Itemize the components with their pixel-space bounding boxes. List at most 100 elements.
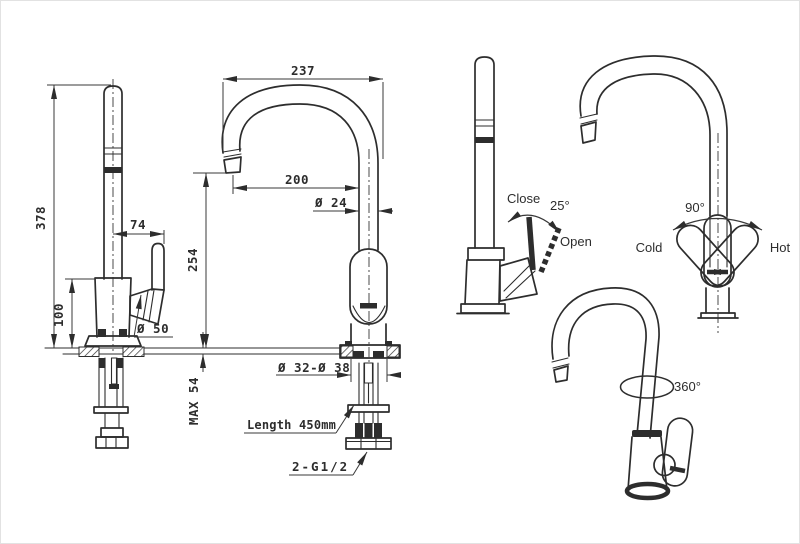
label-hot: Hot xyxy=(770,240,791,255)
body-tab xyxy=(345,341,352,346)
body-collar xyxy=(632,430,662,437)
dim-overall-width: 237 xyxy=(291,63,315,78)
connector-detail xyxy=(142,289,155,323)
shank-pipe xyxy=(104,412,120,429)
band-line xyxy=(474,119,495,127)
ext-line xyxy=(222,82,384,159)
hose-nut xyxy=(355,423,363,438)
handle-position-center xyxy=(703,214,732,288)
label-inlet-thread: 2-G1/2 xyxy=(292,459,349,474)
counter-section xyxy=(340,345,354,358)
handle-connector xyxy=(129,288,165,325)
swivel-view: 360° xyxy=(551,287,701,501)
shank-collar xyxy=(100,427,124,438)
handle-joint xyxy=(653,453,676,477)
spout-arc-outer xyxy=(551,287,660,439)
label-cold: Cold xyxy=(636,240,663,255)
socket-detail xyxy=(503,263,536,299)
front-view: 237 200 Ø 24 254 MAX 54 Ø 32-Ø 38 Length… xyxy=(185,63,401,476)
escutcheon xyxy=(84,335,142,347)
leader-line xyxy=(335,404,355,434)
mount-stud xyxy=(117,358,123,368)
aerator-tip xyxy=(553,365,569,383)
body-cap xyxy=(467,247,505,261)
dim-max-counter: MAX 54 xyxy=(186,377,201,425)
body-outline xyxy=(464,259,501,305)
label-swivel-angle: 360° xyxy=(674,379,701,394)
handle-socket xyxy=(499,257,538,302)
band-line xyxy=(551,357,570,369)
body-sides xyxy=(350,323,387,346)
dim-spout-height: 254 xyxy=(185,248,200,272)
spout-pipe xyxy=(474,56,495,249)
front-under-counter xyxy=(345,359,392,450)
mixing-arc-arrow xyxy=(672,217,763,231)
mount-stud xyxy=(363,362,374,384)
handle-grip xyxy=(151,242,165,291)
handle-base-arc xyxy=(352,305,386,324)
handle-capsule xyxy=(661,417,694,487)
spout-arc-outer xyxy=(579,55,728,217)
body-base xyxy=(460,303,506,314)
dim-overall-height: 378 xyxy=(33,206,48,230)
hose-nut xyxy=(374,423,382,438)
fitting-dividers xyxy=(345,437,392,450)
dim-body-height: 100 xyxy=(51,303,66,327)
dim-spout-diameter: Ø 24 xyxy=(314,195,347,210)
counter-section xyxy=(78,346,100,357)
spout-arc-inner xyxy=(567,303,647,436)
band-line xyxy=(579,113,598,125)
dim-handle-offset: 74 xyxy=(130,217,146,232)
lock-tab xyxy=(373,351,384,358)
shank-flange xyxy=(347,404,390,413)
aerator-tip xyxy=(223,156,242,174)
aerator-band xyxy=(103,167,123,173)
handle-operation-view: Close 25° Open xyxy=(456,56,592,315)
leader-line xyxy=(352,451,368,476)
supply-hoses xyxy=(358,362,379,406)
temperature-view: 90° Cold Hot xyxy=(579,55,791,333)
lock-tab xyxy=(353,351,364,358)
band-line xyxy=(222,148,242,158)
aerator-band xyxy=(474,137,495,143)
body-tab xyxy=(119,329,127,337)
counter-section xyxy=(122,346,145,357)
handle-mark xyxy=(360,303,377,309)
label-close: Close xyxy=(507,191,540,206)
mount-stud xyxy=(99,358,105,368)
rod-foot xyxy=(109,384,119,389)
leader-line xyxy=(133,294,142,338)
handle-mark xyxy=(669,465,686,474)
rotation-arrow xyxy=(507,211,561,234)
body-base xyxy=(697,312,739,319)
side-view: 378 100 74 Ø 50 xyxy=(33,79,173,449)
mount-rod xyxy=(110,357,118,385)
body-outline xyxy=(705,287,730,314)
label-mixing-angle: 90° xyxy=(685,200,705,215)
supply-hoses xyxy=(358,411,379,424)
hose-nut xyxy=(364,423,373,438)
handle-capsule xyxy=(349,248,388,325)
spout-pipe xyxy=(103,85,123,280)
body-tab xyxy=(98,329,106,337)
spout-arc-inner xyxy=(238,103,360,251)
label-open: Open xyxy=(560,234,592,249)
ext-line xyxy=(350,359,388,382)
mount-nut xyxy=(95,436,129,449)
dim-spout-reach: 200 xyxy=(285,172,309,187)
deck-plate xyxy=(339,344,401,359)
counter-section xyxy=(386,345,400,358)
lever-open xyxy=(538,226,562,274)
aerator-tip xyxy=(580,121,597,144)
body-base-ring xyxy=(624,481,671,501)
side-under-counter xyxy=(78,346,145,449)
spout-arc-inner xyxy=(596,73,711,217)
shank-flange xyxy=(93,406,129,414)
dim-body-diameter: Ø 50 xyxy=(136,321,169,336)
label-hose-length: Length 450mm xyxy=(247,418,336,432)
spout-arc-outer xyxy=(221,84,379,251)
body-tab xyxy=(385,341,392,346)
dim-mounting-hole: Ø 32-Ø 38 xyxy=(277,360,350,375)
